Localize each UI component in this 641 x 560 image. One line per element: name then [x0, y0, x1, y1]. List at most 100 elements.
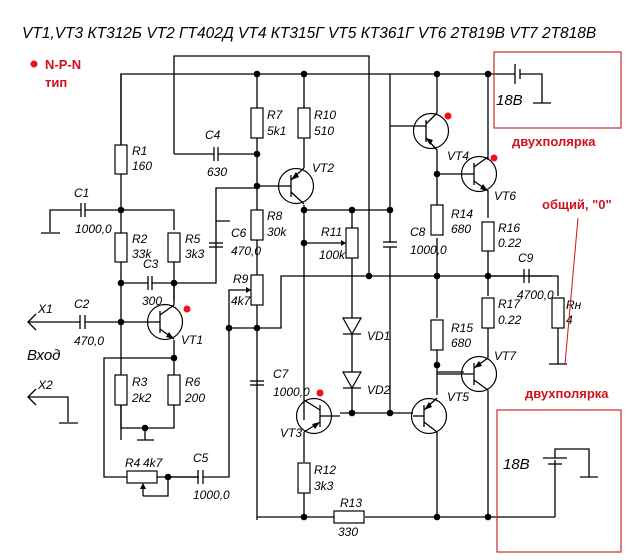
- junction-dots: [117, 70, 492, 521]
- svg-text:470,0: 470,0: [74, 334, 104, 348]
- resistor-R8: R8 30k: [250, 209, 287, 241]
- svg-text:330: 330: [338, 525, 358, 539]
- svg-text:R11: R11: [321, 225, 342, 239]
- svg-text:C9: C9: [518, 251, 534, 265]
- svg-text:X2: X2: [37, 378, 53, 392]
- svg-text:160: 160: [132, 159, 152, 173]
- svg-text:1000,0: 1000,0: [273, 385, 310, 399]
- resistor-R5: R5 3k3: [167, 232, 205, 263]
- svg-text:4700,0: 4700,0: [517, 288, 554, 302]
- resistor-R13: R13 330: [333, 496, 365, 539]
- svg-text:R14: R14: [451, 207, 473, 221]
- svg-text:470,0: 470,0: [231, 244, 261, 258]
- transistor-list-title: VT1,VT3 КТ312Б VT2 ГТ402Д VT4 КТ315Г VT5…: [22, 25, 596, 42]
- bottom-battery-icon: [543, 448, 598, 478]
- svg-text:2k2: 2k2: [131, 391, 152, 405]
- svg-text:R15: R15: [451, 321, 473, 335]
- resistor-R14: R14 680: [430, 204, 473, 236]
- svg-text:100k: 100k: [319, 248, 346, 262]
- transistor-VT6: VT6: [460, 154, 516, 203]
- svg-text:0.22: 0.22: [498, 313, 522, 327]
- npn-marker-icon: [30, 60, 38, 68]
- svg-text:R1: R1: [132, 144, 147, 158]
- capacitor-C9: C9 4700,0: [517, 251, 554, 302]
- diode-VD1: VD1: [341, 317, 390, 343]
- capacitor-C7: C7 1000,0: [250, 367, 310, 399]
- svg-text:3k3: 3k3: [185, 247, 205, 261]
- top-supply-box: [493, 51, 622, 129]
- input-x1-terminal: X1: [27, 302, 53, 331]
- svg-text:VT1: VT1: [181, 333, 203, 347]
- capacitor-C3: C3 300: [142, 257, 162, 308]
- resistor-R17: R17 0.22: [481, 297, 522, 329]
- svg-text:VT6: VT6: [494, 189, 516, 203]
- resistor-R6: R6 200: [167, 374, 205, 406]
- svg-text:C5: C5: [193, 451, 209, 465]
- resistor-R16: R16 0.22: [481, 221, 522, 252]
- svg-text:VT2: VT2: [312, 161, 334, 175]
- capacitor-C1: C1 1000,0: [74, 186, 112, 236]
- svg-text:R12: R12: [314, 463, 336, 477]
- svg-text:1000,0: 1000,0: [410, 243, 447, 257]
- transistor-VT5: VT5: [410, 390, 469, 435]
- svg-text:R16: R16: [498, 221, 520, 235]
- resistor-R1: R1 160: [114, 144, 152, 175]
- resistor-R10: R10 510: [297, 107, 336, 139]
- resistor-R15: R15 680: [430, 319, 473, 351]
- transistor-VT7: VT7: [437, 349, 517, 393]
- resistor-R9-potentiometer: R9 4k7: [231, 272, 264, 308]
- svg-text:VD2: VD2: [367, 383, 391, 397]
- svg-text:5k1: 5k1: [267, 124, 286, 138]
- svg-text:300: 300: [142, 294, 162, 308]
- common-ground-pointer: [564, 217, 579, 365]
- svg-text:4: 4: [566, 313, 573, 327]
- svg-text:VT4: VT4: [447, 149, 469, 163]
- svg-text:VT7: VT7: [494, 349, 517, 363]
- common-ground-label: общий, "0": [542, 197, 612, 212]
- svg-text:0.22: 0.22: [498, 236, 522, 250]
- svg-text:C1: C1: [74, 186, 89, 200]
- capacitor-C5: C5 1000,0: [193, 451, 230, 502]
- svg-text:4k7: 4k7: [143, 456, 164, 470]
- resistor-Rn-load: Rн 4: [551, 297, 582, 329]
- legend-npn: N-P-N: [45, 57, 81, 72]
- resistor-R7: R7 5k1: [250, 107, 286, 139]
- svg-text:C7: C7: [273, 367, 290, 381]
- svg-text:4k7: 4k7: [231, 294, 252, 308]
- svg-text:VT5: VT5: [447, 390, 469, 404]
- svg-text:R5: R5: [185, 232, 201, 246]
- capacitor-C6: C6 470,0: [209, 226, 261, 258]
- transistor-VT1: VT1: [146, 303, 203, 347]
- svg-text:510: 510: [314, 124, 334, 138]
- bottom-supply-voltage: 18В: [503, 456, 530, 473]
- svg-text:R17: R17: [498, 297, 521, 311]
- capacitor-C8: C8 1000,0: [383, 225, 447, 257]
- svg-text:VT3: VT3: [280, 426, 302, 440]
- svg-text:C3: C3: [143, 257, 159, 271]
- svg-text:33k: 33k: [132, 247, 152, 261]
- svg-text:C4: C4: [205, 128, 221, 142]
- bottom-supply-box: [496, 409, 622, 553]
- input-x2-terminal: X2: [27, 378, 53, 406]
- capacitor-C2: C2 470,0: [74, 297, 104, 348]
- svg-text:C6: C6: [231, 226, 247, 240]
- transistor-VT2: VT2: [277, 161, 334, 205]
- svg-text:R8: R8: [267, 209, 283, 223]
- transistor-VT3: VT3: [280, 389, 340, 440]
- capacitor-C4: C4 630: [205, 128, 227, 179]
- resistor-R3: R3 2k2: [114, 374, 152, 406]
- svg-text:X1: X1: [37, 302, 53, 316]
- svg-text:200: 200: [184, 391, 205, 405]
- svg-text:30k: 30k: [267, 225, 287, 239]
- svg-text:R13: R13: [340, 496, 362, 510]
- resistor-R2: R2 33k: [114, 232, 152, 263]
- svg-text:Rн: Rн: [566, 298, 582, 312]
- svg-text:C8: C8: [410, 225, 426, 239]
- svg-text:680: 680: [451, 336, 471, 350]
- resistor-R11-potentiometer: R11 100k: [319, 225, 359, 262]
- svg-text:R4: R4: [125, 456, 141, 470]
- top-supply-voltage: 18В: [496, 92, 523, 109]
- resistor-R12: R12 3k3: [297, 462, 336, 494]
- svg-text:VD1: VD1: [367, 329, 390, 343]
